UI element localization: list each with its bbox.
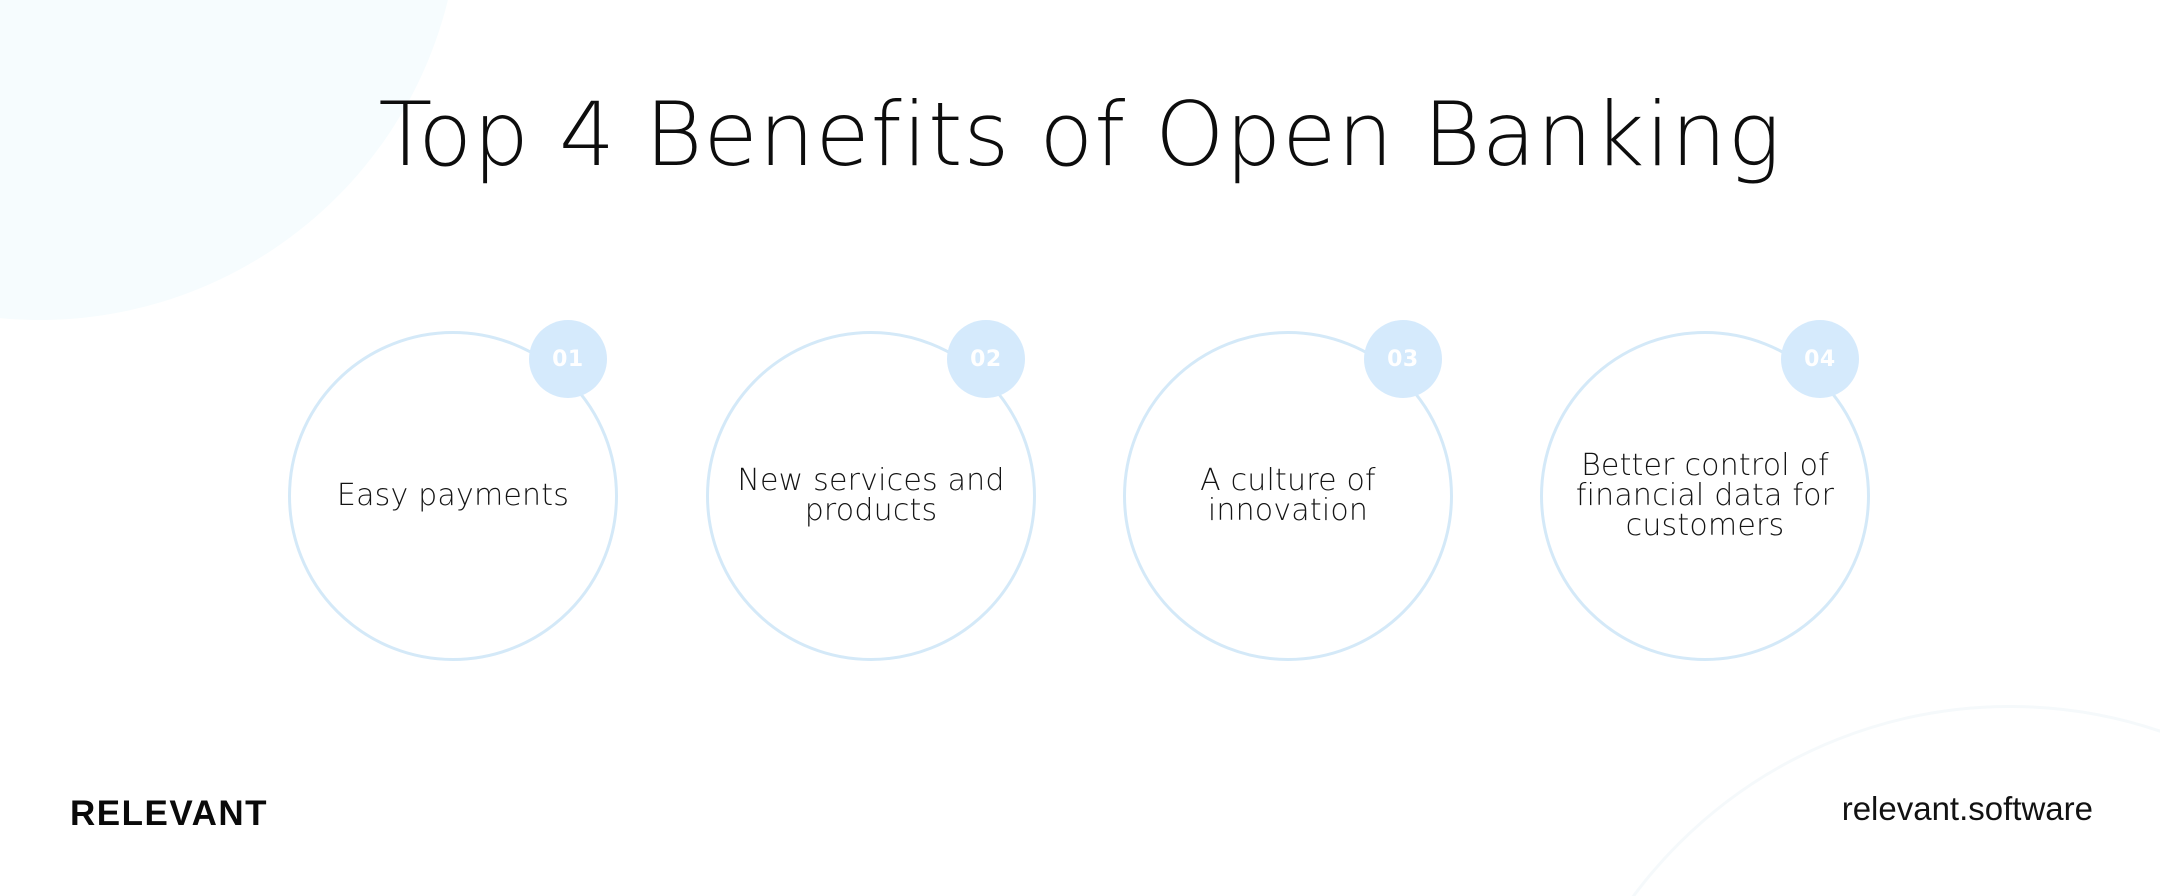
benefit-card-1: Easy payments 01	[288, 320, 618, 661]
number-badge: 04	[1780, 320, 1859, 398]
benefit-text: A culture of innovation	[1200, 463, 1376, 528]
website-link[interactable]: relevant.software	[1841, 790, 2093, 827]
benefit-card-4: Better control of financial data for cus…	[1540, 320, 1870, 661]
page-title: Top 4 Benefits of Open Banking	[378, 83, 1782, 186]
number-badge: 02	[946, 320, 1025, 398]
benefit-card-2: New services and products 02	[706, 320, 1036, 661]
benefit-text: New services and products	[737, 463, 1005, 528]
benefit-text: Better control of financial data for cus…	[1575, 448, 1835, 543]
benefit-text: Easy payments	[336, 478, 570, 513]
brand-logo: RELEVANT	[70, 794, 269, 833]
number-badge: 01	[528, 320, 607, 398]
number-badge: 03	[1363, 320, 1442, 398]
benefit-ring: Better control of financial data for cus…	[1540, 331, 1870, 661]
benefit-card-3: A culture of innovation 03	[1123, 320, 1453, 661]
